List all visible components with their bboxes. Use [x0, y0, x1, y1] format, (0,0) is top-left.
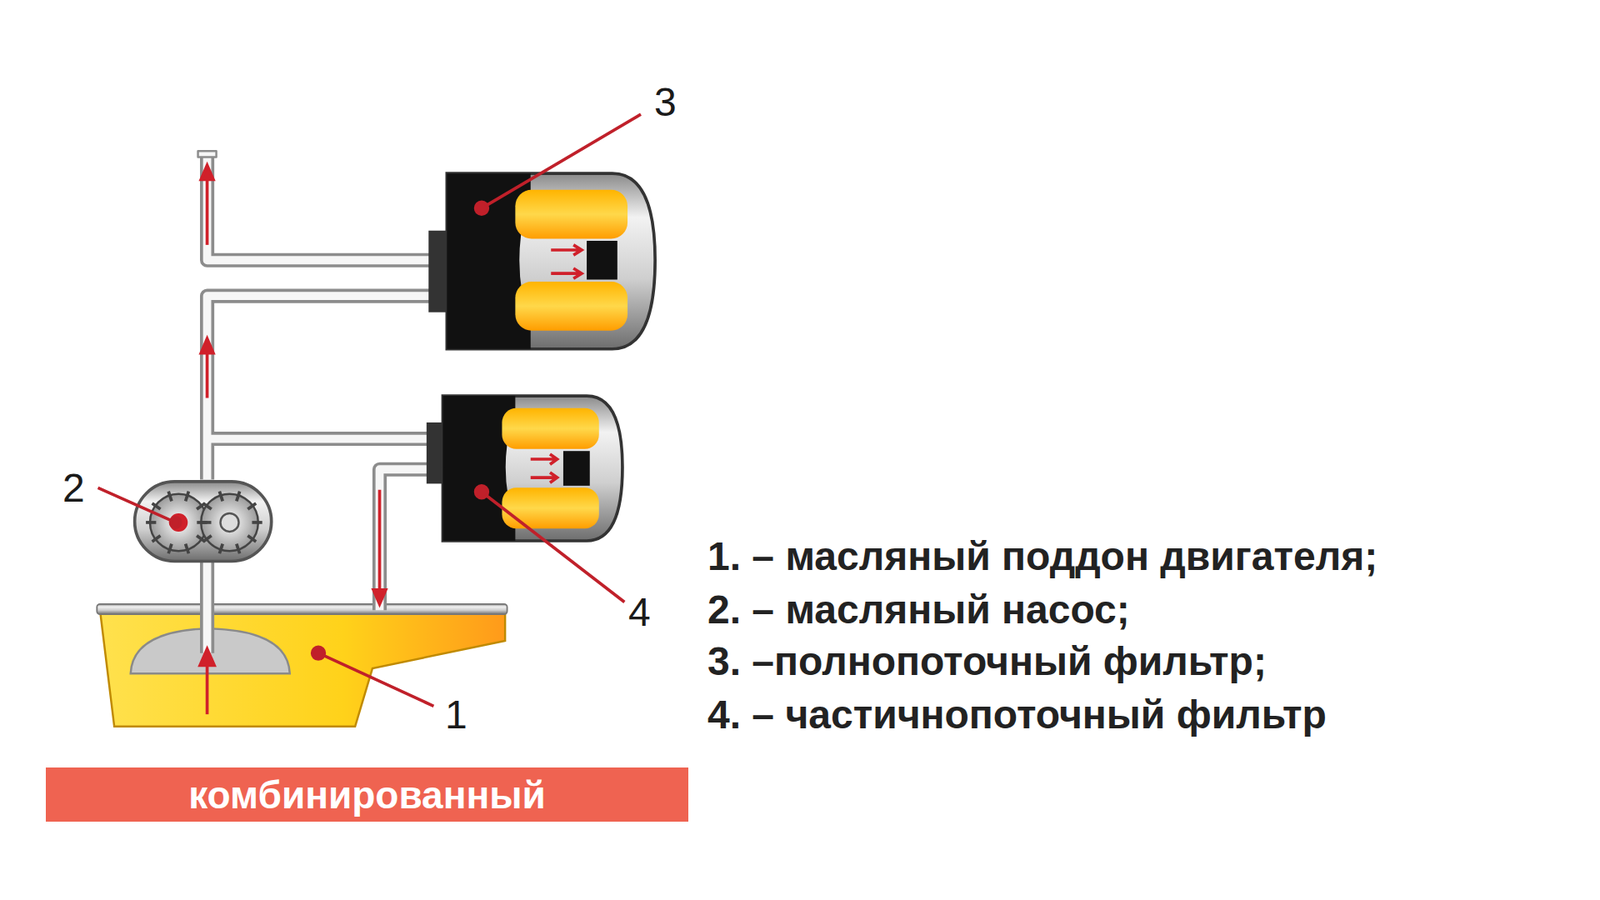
title-band: комбинированный: [45, 767, 689, 822]
gear-tooth: [168, 544, 172, 555]
full-flow-filter: [428, 173, 655, 350]
gear-tooth: [185, 491, 190, 502]
callout-number: 4: [628, 589, 651, 635]
oil-pump: [135, 481, 272, 562]
gear-tooth: [236, 544, 240, 555]
legend-text: 2. – масляный насос;: [707, 586, 1130, 633]
gear-tooth: [247, 503, 256, 510]
callout-number: 1: [445, 691, 468, 738]
gear-tooth: [236, 491, 240, 502]
band-label: комбинированный: [188, 772, 546, 818]
gear-tooth: [247, 535, 256, 542]
callout-number: 3: [654, 79, 677, 125]
legend-text: 1. – масляный поддон двигателя;: [707, 533, 1378, 580]
leader-lines: [98, 114, 641, 706]
gear-tooth: [251, 520, 262, 525]
gear-tooth: [196, 520, 207, 525]
gear-tooth: [145, 520, 156, 525]
gear-tooth: [219, 544, 223, 555]
oil-pipes: [198, 150, 440, 653]
gear-tooth: [152, 503, 161, 510]
gear-tooth: [185, 544, 190, 555]
gear-tooth: [203, 535, 212, 542]
flow-arrows: [200, 165, 386, 715]
gear-tooth: [168, 491, 172, 502]
gear-tooth: [219, 491, 223, 502]
legend-text: 3. –полнопоточный фильтр;: [707, 638, 1267, 685]
callout-number: 2: [62, 465, 85, 511]
gear-tooth: [203, 503, 212, 510]
partial-flow-filter: [426, 395, 623, 541]
legend-text: 4. – частичнопоточный фильтр: [707, 691, 1327, 738]
gear-tooth: [152, 535, 161, 542]
